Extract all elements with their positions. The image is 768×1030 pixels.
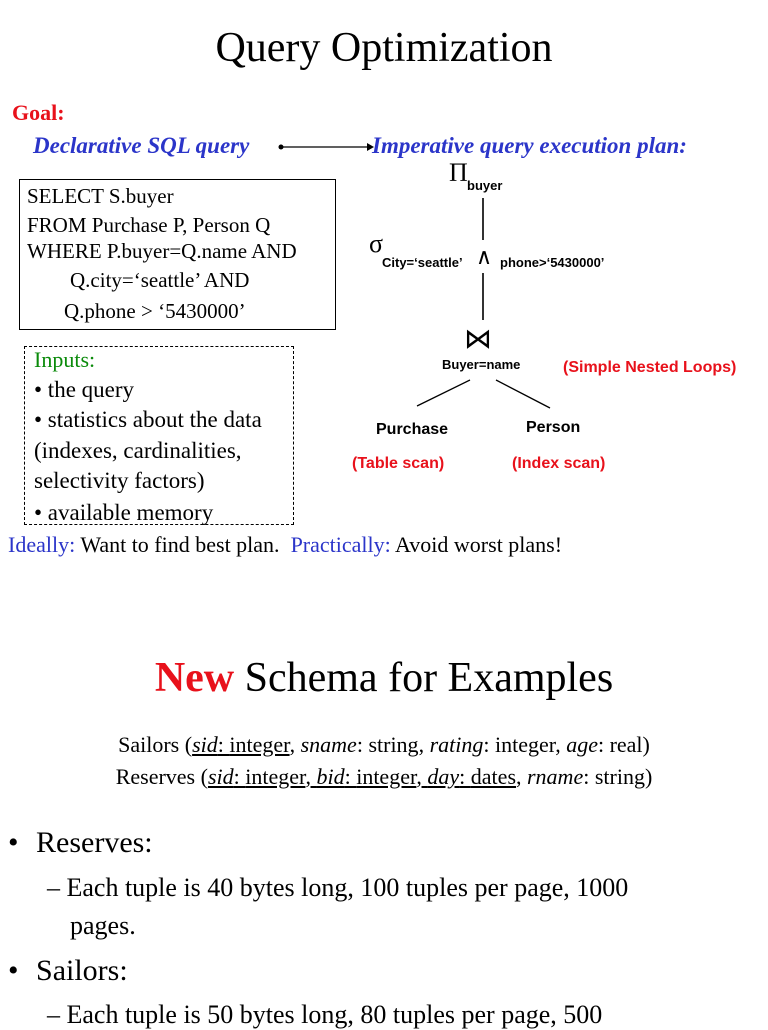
and-symbol: ∧ xyxy=(476,244,493,269)
ideally-text: Want to find best plan. xyxy=(80,532,280,557)
inputs-line-3: (indexes, cardinalities, xyxy=(34,438,242,463)
sailors-schema-line: Sailors (sid: integer, sname: string, ra… xyxy=(118,732,650,757)
goal-label: Goal: xyxy=(12,100,65,125)
goal-arrow xyxy=(278,143,374,151)
right-table-name: Person xyxy=(526,419,581,436)
left-table-name: Purchase xyxy=(376,421,449,438)
sailors-detail: – Each tuple is 50 bytes long, 80 tuples… xyxy=(47,1000,602,1030)
slide2-title-rest: Schema for Examples xyxy=(244,655,614,701)
reserves-detail: – Each tuple is 40 bytes long, 100 tuple… xyxy=(47,873,628,903)
inputs-title: Inputs: xyxy=(34,347,96,372)
imperative-label: Imperative query execution plan: xyxy=(372,133,687,158)
plan-tree-lines xyxy=(416,198,551,409)
reserves-type-sid: integer xyxy=(245,764,306,789)
bullet-dot: • xyxy=(8,826,19,859)
sailors-detail-line-1: Each tuple is 50 bytes long, 80 tuples p… xyxy=(66,1000,603,1029)
sailors-field-age: age xyxy=(566,732,598,757)
reserves-schema-name: Reserves xyxy=(115,764,196,789)
selection-condition-left: City=‘seattle’ xyxy=(382,255,463,270)
join-method: (Simple Nested Loops) xyxy=(563,359,737,376)
inputs-line-2: • statistics about the data xyxy=(34,407,262,432)
right-table-access: (Index scan) xyxy=(512,455,606,472)
slide1-title: Query Optimization xyxy=(215,25,553,71)
reserves-field-day: day xyxy=(427,764,460,789)
reserves-detail-line-1: Each tuple is 40 bytes long, 100 tuples … xyxy=(66,873,629,902)
reserves-bullet: • Reserves: xyxy=(8,826,153,860)
reserves-schema-line: Reserves (sid: integer, bid: integer, da… xyxy=(115,764,653,789)
reserves-field-bid: bid xyxy=(316,764,345,789)
sailors-type-rating: integer xyxy=(494,732,556,757)
sailors-type-sid: integer xyxy=(229,732,290,757)
ideally-practically-line: Ideally: Want to find best plan. Practic… xyxy=(8,532,562,558)
dash-marker: – xyxy=(47,873,60,902)
reserves-type-day: dates xyxy=(470,764,516,789)
sailors-type-age: real xyxy=(609,732,643,757)
selection-condition-right: phone>‘5430000’ xyxy=(500,255,605,270)
slide2-title-new: New xyxy=(154,655,235,701)
dash-marker: – xyxy=(47,1000,60,1029)
reserves-heading: Reserves: xyxy=(36,826,153,859)
inputs-box xyxy=(24,346,294,525)
join-symbol: ⋈ xyxy=(464,324,492,355)
sql-line-1: SELECT S.buyer xyxy=(27,184,174,208)
inputs-line-4: selectivity factors) xyxy=(34,468,205,493)
bullet-dot: • xyxy=(8,954,19,987)
sailors-schema-name: Sailors xyxy=(118,732,180,757)
left-table-access: (Table scan) xyxy=(352,455,445,472)
practically-label: Practically: xyxy=(290,532,391,557)
sql-line-2: FROM Purchase P, Person Q xyxy=(27,213,271,237)
reserves-type-bid: integer xyxy=(356,764,417,789)
inputs-line-5: • available memory xyxy=(34,500,214,525)
sailors-bullet: • Sailors: xyxy=(8,954,128,988)
sailors-heading: Sailors: xyxy=(36,954,128,987)
selection-symbol: σ xyxy=(369,229,384,258)
sailors-field-sid: sid xyxy=(192,732,218,757)
reserves-field-rname: rname xyxy=(527,764,584,789)
slide2-title: New Schema for Examples xyxy=(0,654,768,702)
sailors-field-sname: sname xyxy=(300,732,357,757)
reserves-detail-line-2: pages. xyxy=(70,911,136,940)
practically-text: Avoid worst plans! xyxy=(395,532,563,557)
sql-line-4: Q.city=‘seattle’ AND xyxy=(70,268,250,292)
join-condition: Buyer=name xyxy=(442,357,521,372)
ideally-label: Ideally: xyxy=(8,532,76,557)
sql-line-3: WHERE P.buyer=Q.name AND xyxy=(27,239,297,263)
sailors-field-rating: rating xyxy=(429,732,484,757)
sql-line-5: Q.phone > ‘5430000’ xyxy=(64,299,246,323)
declarative-label: Declarative SQL query xyxy=(33,133,250,158)
projection-subscript: buyer xyxy=(467,178,503,193)
projection-symbol: Π xyxy=(449,158,468,187)
reserves-field-sid: sid xyxy=(207,764,234,789)
inputs-line-1: • the query xyxy=(34,377,135,402)
sql-query-box xyxy=(19,179,336,330)
reserves-type-rname: string xyxy=(594,764,645,789)
sailors-type-sname: string xyxy=(368,732,419,757)
